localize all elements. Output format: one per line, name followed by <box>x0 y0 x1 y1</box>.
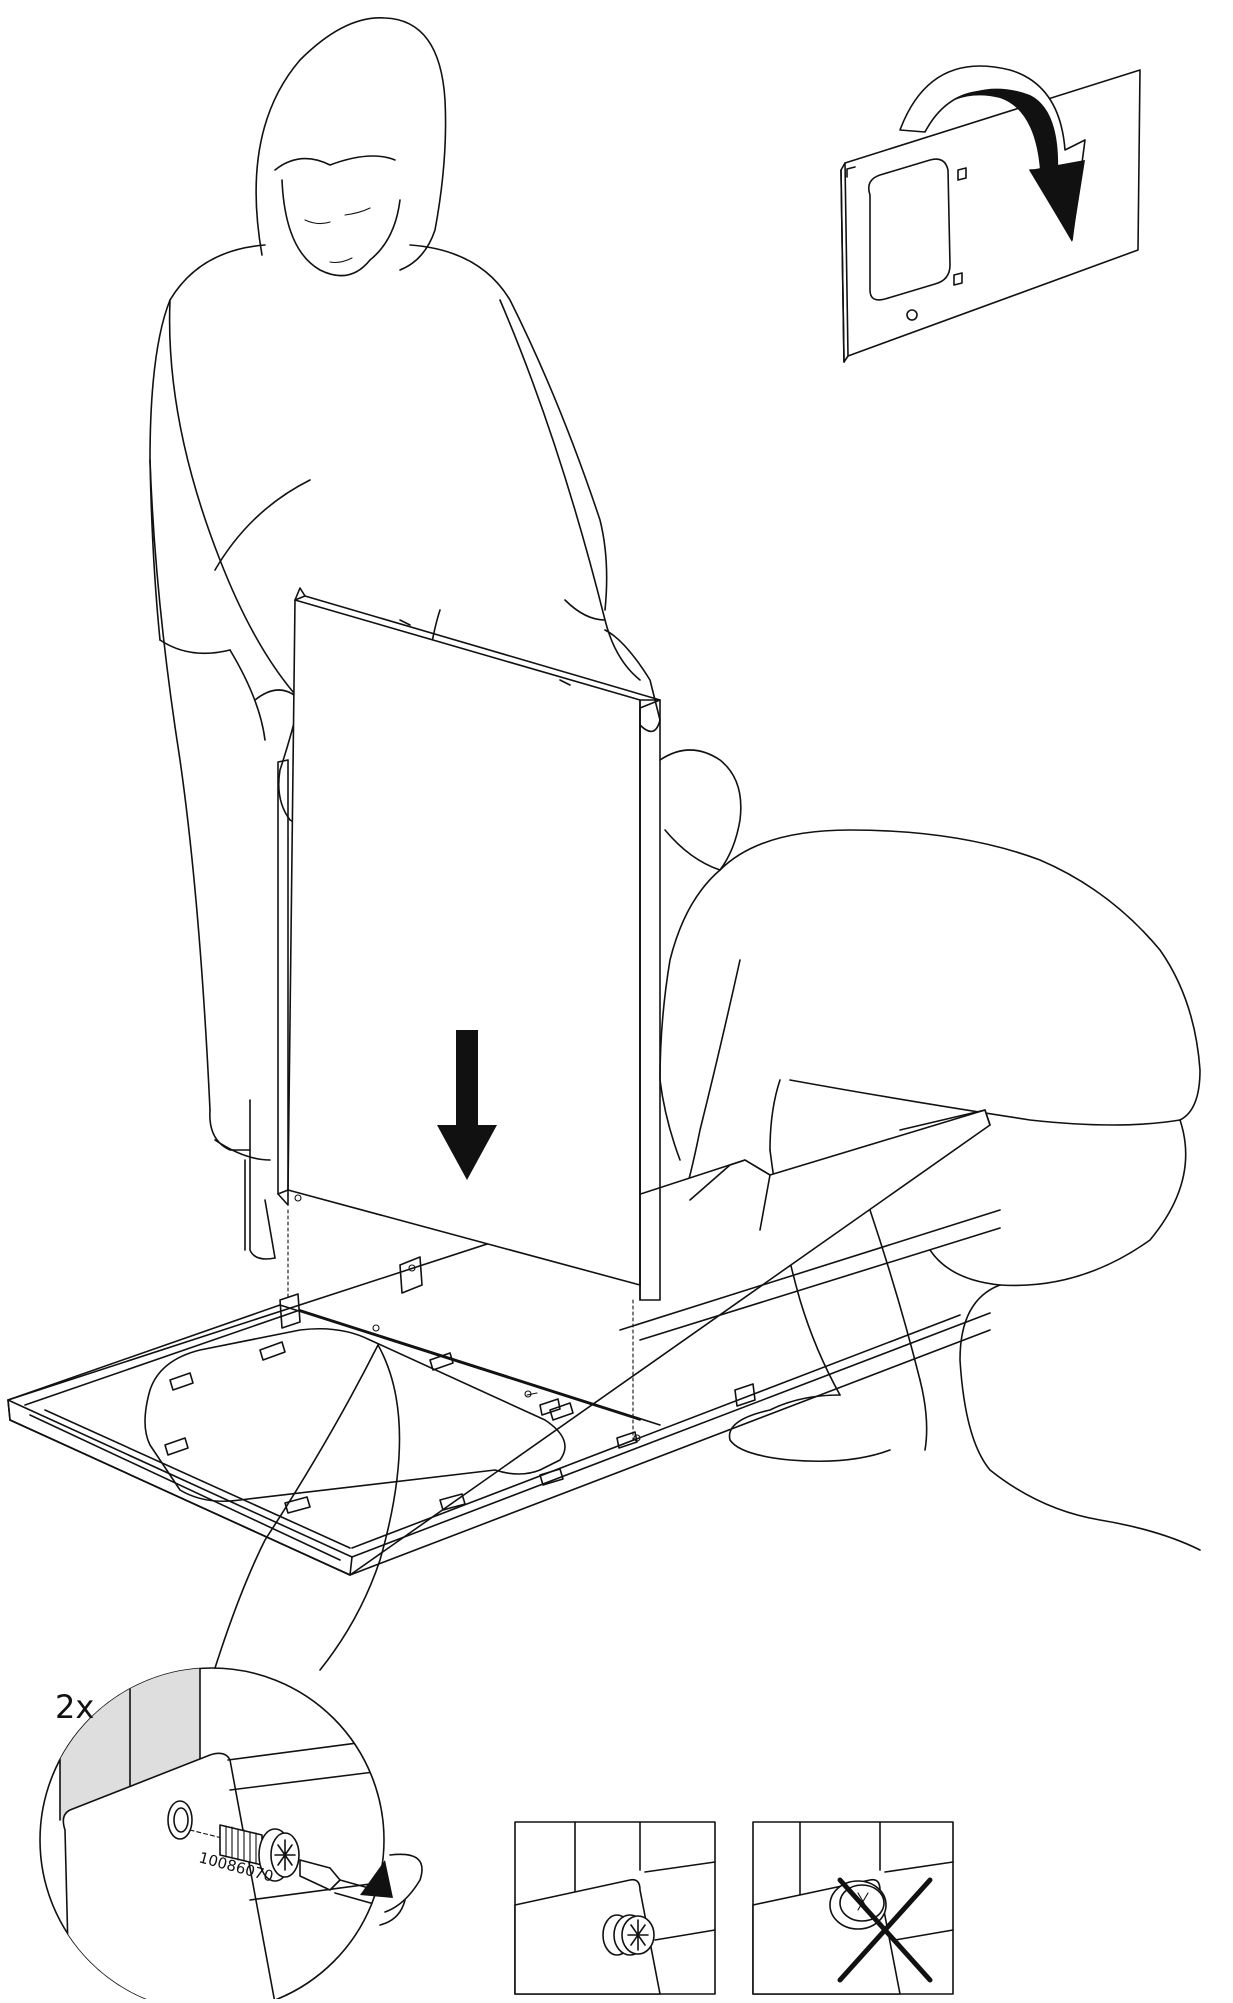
quantity-label: 2x <box>55 1688 94 1726</box>
panel-rotate-hint <box>841 66 1140 362</box>
correct-result-panel <box>515 1822 715 1994</box>
screw-turn-arrow-icon <box>360 1854 422 1925</box>
wrong-result-panel <box>753 1822 953 1994</box>
